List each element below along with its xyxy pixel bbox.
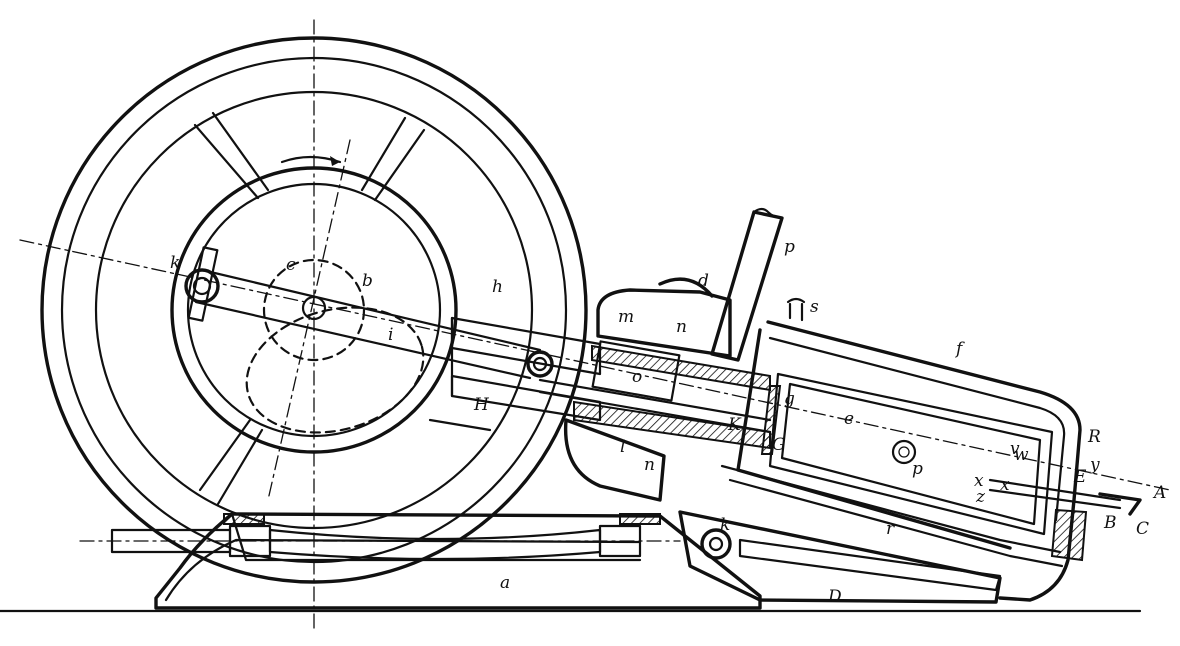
label-y: y [1089,455,1100,475]
label-l: l [620,437,625,457]
label-m: m [618,307,634,327]
label-g: g [784,389,795,409]
label-e: e [844,409,854,429]
eccentric-outline [245,306,425,434]
label-w: w [1014,445,1029,465]
label-k: k [170,253,180,273]
label-s: s [810,297,819,317]
label-h: h [492,277,503,297]
label-c: c [286,255,296,275]
label-C: C [1136,519,1149,539]
label-H: H [473,395,490,415]
label-E: E [1073,467,1087,487]
cylinder-axis [19,239,1171,491]
label-r: r [886,519,895,539]
labels: a b c d e f g h i k l m n n o p p r s v … [170,237,1166,607]
bed-plate [154,512,762,610]
label-G: G [772,435,786,455]
connecting-rod [184,246,554,380]
label-v: v [1010,439,1020,459]
label-p-pin: p [912,459,923,479]
label-D: D [827,587,842,607]
label-d: d [698,271,709,291]
label-x2: x [1000,475,1010,495]
crank-shaft [79,524,681,561]
label-o: o [632,367,642,387]
lower-frame [678,510,1002,604]
label-p-pipe: p [784,237,795,257]
crank-disc [170,166,458,454]
label-A: A [1152,483,1166,503]
tail-rod [988,478,1142,516]
label-x1: x [974,471,984,491]
label-b: b [362,271,373,291]
crank-diagonal-line [267,139,351,501]
label-K: K [727,415,742,435]
label-i: i [388,325,393,345]
label-k-lower: k [720,515,730,535]
piston-rod [538,378,772,422]
label-f: f [954,339,965,359]
steam-pipe [710,207,784,362]
label-B: B [1103,513,1117,533]
small-pipe [786,297,806,322]
piston-pin [891,439,917,465]
label-z: z [975,487,986,507]
label-R: R [1087,427,1101,447]
flywheel [40,36,588,584]
label-n-bottom: n [644,455,655,475]
rotation-arrow [280,155,342,166]
label-a: a [500,573,510,593]
label-n-top: n [676,317,687,337]
cylinder-body [720,320,1088,602]
